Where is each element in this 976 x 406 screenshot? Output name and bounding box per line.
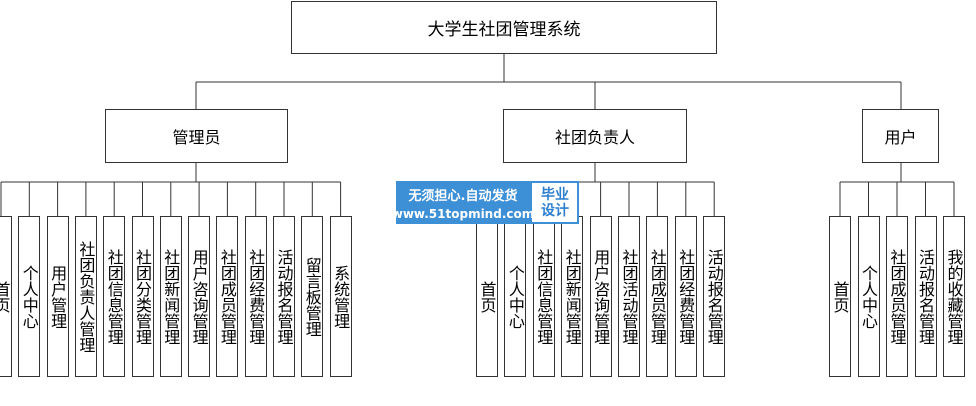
- leaf-node-label: 首页: [0, 280, 11, 313]
- leaf-node-label: 个人中心: [859, 264, 878, 329]
- watermark-slogan: 无须担心.自动发货: [408, 188, 518, 204]
- leaf-node: 系统管理: [329, 216, 352, 377]
- leaf-node-label: 社团负责人管理: [76, 240, 96, 353]
- group-node-label: 社团负责人: [554, 128, 635, 147]
- leaf-node-label: 社团信息管理: [104, 248, 124, 345]
- watermark-banner: 无须担心.自动发货 www.51topmind.com 毕业 设计: [392, 181, 579, 224]
- leaf-node-label: 活动报名管理: [274, 248, 294, 345]
- leaf-node: 个人中心: [857, 216, 880, 377]
- leaf-node-label: 个人中心: [505, 264, 525, 329]
- leaf-node: 社团信息管理: [532, 216, 555, 377]
- leaf-node-label: 活动报名管理: [916, 248, 935, 345]
- leaf-node-label: 用户管理: [48, 264, 68, 329]
- leaf-node: 个人中心: [504, 216, 527, 377]
- leaf-node-label: 社团活动管理: [619, 248, 639, 345]
- leaf-node-label: 社团成员管理: [647, 248, 667, 345]
- leaf-node: 社团分类管理: [131, 216, 154, 377]
- leaf-node-label: 首页: [830, 280, 850, 313]
- group-node-label: 用户: [884, 128, 917, 147]
- leaf-node-label: 社团成员管理: [887, 248, 907, 345]
- leaf-node-label: 系统管理: [331, 264, 351, 329]
- group-node-admin: 管理员: [105, 109, 288, 163]
- leaf-node: 社团新闻管理: [561, 216, 584, 377]
- watermark-text: 无须担心.自动发货 www.51topmind.com: [392, 181, 535, 224]
- leaf-node-label: 留言板管理: [302, 256, 322, 337]
- root-node: 大学生社团管理系统: [291, 1, 717, 54]
- leaf-node: 活动报名管理: [273, 216, 295, 377]
- leaf-node-label: 活动报名管理: [704, 248, 724, 345]
- leaf-node: 社团成员管理: [646, 216, 669, 377]
- leaf-node: 社团负责人管理: [74, 216, 97, 377]
- group-node-label: 管理员: [172, 128, 221, 147]
- leaf-node-label: 社团经费管理: [676, 248, 696, 345]
- leaf-node-label: 社团分类管理: [133, 248, 152, 345]
- leaf-node: 留言板管理: [301, 216, 324, 377]
- leaf-node: 个人中心: [18, 216, 41, 377]
- leaf-node: 用户管理: [46, 216, 69, 377]
- watermark-badge: 毕业 设计: [532, 183, 577, 222]
- leaf-node: 用户咨询管理: [589, 216, 612, 377]
- root-node-label: 大学生社团管理系统: [427, 20, 581, 40]
- watermark-badge-line: 设计: [541, 202, 569, 219]
- leaf-node-label: 个人中心: [19, 264, 39, 329]
- group-node-user: 用户: [862, 109, 939, 163]
- watermark-badge-line: 毕业: [541, 186, 569, 203]
- leaf-node-label: 社团新闻管理: [161, 248, 181, 345]
- leaf-node-label: 用户咨询管理: [189, 248, 209, 345]
- leaf-node: 社团成员管理: [216, 216, 239, 377]
- group-node-club-leader: 社团负责人: [503, 109, 687, 163]
- leaf-node: 社团新闻管理: [159, 216, 182, 377]
- leaf-node: 活动报名管理: [914, 216, 937, 377]
- leaf-node: 社团信息管理: [103, 216, 126, 377]
- leaf-node: 我的收藏管理: [943, 216, 965, 377]
- leaf-node: 首页: [829, 216, 851, 377]
- leaf-node: 活动报名管理: [703, 216, 726, 377]
- leaf-node: 首页: [0, 216, 12, 377]
- leaf-node: 用户咨询管理: [188, 216, 211, 377]
- leaf-node-label: 社团新闻管理: [562, 248, 582, 345]
- watermark-url: www.51topmind.com: [391, 206, 535, 221]
- leaf-node: 社团成员管理: [886, 216, 908, 377]
- leaf-node: 社团经费管理: [244, 216, 267, 377]
- leaf-node: 首页: [476, 216, 498, 377]
- leaf-node: 社团活动管理: [618, 216, 640, 377]
- leaf-node-label: 社团信息管理: [534, 248, 554, 345]
- leaf-node: 社团经费管理: [674, 216, 697, 377]
- leaf-node-label: 首页: [477, 280, 497, 313]
- leaf-node-label: 社团成员管理: [217, 248, 237, 345]
- leaf-node-label: 社团经费管理: [246, 248, 266, 345]
- leaf-node-label: 我的收藏管理: [944, 248, 964, 345]
- leaf-node-label: 用户咨询管理: [591, 248, 611, 345]
